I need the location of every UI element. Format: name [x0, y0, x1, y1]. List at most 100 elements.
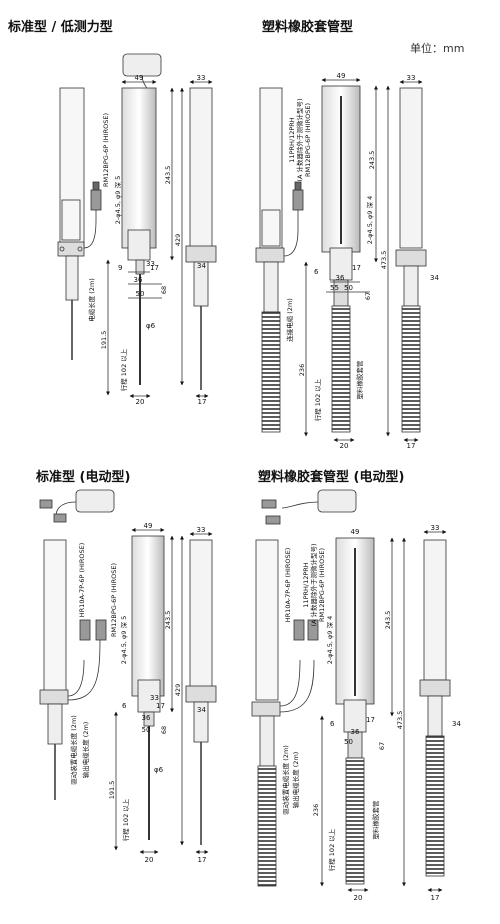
p2-dim-67: 67 — [364, 292, 372, 300]
p3-dim-length: 243.5 — [164, 611, 172, 630]
p1-dim-length: 243.5 — [164, 166, 172, 185]
p4-dim-width: 49 — [351, 528, 360, 536]
p4-cable: 驱动装置电缆长度 (2m) — [281, 745, 290, 815]
p1-dim-50: 50 — [136, 290, 145, 298]
counter-box — [122, 53, 162, 77]
title-standard-motor: 标准型 (电动型) — [36, 470, 131, 485]
panel-plastic-boot-motor — [251, 489, 451, 892]
p4-connector-model: RM12BPG-6P (HIROSE) — [318, 548, 326, 622]
front-view-body — [43, 539, 67, 701]
p2-boot-label: 塑料橡胶套管 — [355, 360, 364, 400]
p1-dim-17: 17 — [150, 264, 159, 272]
front-view-body — [255, 539, 279, 701]
p3-dim-68: 68 — [160, 726, 168, 734]
title-plastic-boot-motor: 塑料橡胶套管型 (电动型) — [258, 470, 405, 485]
counter-box — [75, 489, 115, 513]
p1-dim-17b: 17 — [198, 398, 207, 406]
p1-stroke: 行程 102 以上 — [119, 348, 128, 391]
p4-stroke: 行程 102 以上 — [327, 828, 336, 871]
p3-dim-total: 429 — [174, 684, 182, 696]
side-view-body — [423, 539, 447, 681]
p2-hole: 2-φ4.5, φ9 深 4 — [365, 196, 374, 244]
p4-dim-67: 67 — [378, 742, 386, 750]
p3-dim-36: 36 — [142, 714, 151, 722]
panel-standard-motor — [39, 489, 217, 854]
p1-dim-68: 68 — [160, 286, 168, 294]
p1-cable: 电缆长度 (2m) — [87, 278, 96, 322]
p2-connector: 11PRH/12PRH — [288, 117, 296, 162]
p3-dim-width: 49 — [144, 522, 153, 530]
p4-connector-note: (A 计数器除外于测微计型号) — [309, 543, 318, 626]
p1-dim-phi6: φ6 — [146, 322, 156, 330]
p3-dim-33: 33 — [150, 694, 159, 702]
p2-cable: 连接电缆 (2m) — [285, 298, 294, 342]
p2-dim-length: 243.5 — [368, 151, 376, 170]
p2-stroke: 行程 102 以上 — [313, 378, 322, 421]
title-standard: 标准型 / 低测力型 — [8, 20, 113, 35]
p4-dim-36: 36 — [351, 728, 360, 736]
p2-connector-model: RM12BPG-6P (HIROSE) — [304, 103, 312, 177]
p3-dim-6: 6 — [122, 702, 127, 710]
unit-label: 单位：mm — [410, 42, 465, 55]
p4-cable2: 输出电缆长度 (2m) — [291, 752, 300, 809]
p2-dim-236: 236 — [298, 364, 306, 376]
p2-dim-17b: 17 — [407, 442, 416, 450]
p4-dim-6: 6 — [330, 720, 335, 728]
p1-dim-total: 429 — [174, 234, 182, 246]
p2-dim-total: 473.5 — [380, 251, 388, 270]
side-view-body — [399, 87, 423, 249]
p4-connector-b: HR10A-7P-6P (HIROSE) — [284, 548, 292, 622]
p1-hole: 2-φ4.5, φ9 深 5 — [113, 176, 122, 224]
counter-box — [317, 489, 357, 513]
p4-dim-total: 473.5 — [396, 711, 404, 730]
p2-dim-width: 49 — [337, 72, 346, 80]
p1-dim-34: 34 — [197, 262, 206, 270]
p1-dim-side: 33 — [197, 74, 206, 82]
p3-stroke: 行程 102 以上 — [121, 798, 130, 841]
p2-dim-34: 34 — [430, 274, 439, 282]
p4-dim-50: 50 — [344, 738, 353, 746]
p2-connector-note: (A 计数器除外于测微计型号) — [295, 98, 304, 181]
p3-connector: RM12BPG-6P (HIROSE) — [110, 563, 118, 637]
p4-dim-20: 20 — [354, 894, 363, 902]
p3-cable: 驱动装置电缆长度 (2m) — [69, 715, 78, 785]
p2-dim-17: 17 — [352, 264, 361, 272]
side-view-body — [189, 539, 213, 691]
panel-standard — [57, 53, 217, 398]
p3-connector-b: HR10A-7P-6P (HIROSE) — [78, 543, 86, 617]
middle-view-body — [121, 87, 157, 249]
p2-dim-50: 50 — [344, 284, 353, 292]
title-plastic-boot: 塑料橡胶套管型 — [262, 20, 354, 35]
p3-cable2: 输出电缆长度 (2m) — [81, 722, 90, 779]
p3-dim-34: 34 — [197, 706, 206, 714]
p2-dim-side: 33 — [407, 74, 416, 82]
p4-connector: 11PRH/12PRH — [302, 562, 310, 607]
p3-dim-side: 33 — [197, 526, 206, 534]
p1-dim-width: 49 — [135, 74, 144, 82]
p4-hole: 2-φ4.5, φ9 深 4 — [325, 616, 334, 664]
front-view-body — [259, 87, 283, 249]
p4-dim-34: 34 — [452, 720, 461, 728]
panel-plastic-boot — [255, 78, 427, 442]
p1-connector: RM12BPG-6P (HIROSE) — [102, 113, 110, 187]
p1-dim-20: 20 — [136, 398, 145, 406]
p4-dim-17b: 17 — [431, 894, 440, 902]
p2-dim-55: 55 — [330, 284, 339, 292]
p2-dim-36: 36 — [336, 274, 345, 282]
p2-dim-20: 20 — [340, 442, 349, 450]
front-view-body — [59, 87, 85, 249]
p3-dim-20: 20 — [145, 856, 154, 864]
p3-dim-17b: 17 — [198, 856, 207, 864]
p4-dim-236: 236 — [312, 804, 320, 816]
p2-dim-6: 6 — [314, 268, 319, 276]
p4-dim-17: 17 — [366, 716, 375, 724]
p3-dim-17: 17 — [156, 702, 165, 710]
p3-dim-50: 50 — [142, 726, 151, 734]
p1-dim-33: 33 — [146, 260, 155, 268]
p1-dim-36: 36 — [134, 276, 143, 284]
p1-dim-9: 9 — [118, 264, 122, 272]
side-view-body — [189, 87, 213, 249]
p4-boot-label: 塑料橡胶套管 — [371, 800, 380, 840]
p3-hole: 2-φ4.5, φ9 深 5 — [119, 616, 128, 664]
